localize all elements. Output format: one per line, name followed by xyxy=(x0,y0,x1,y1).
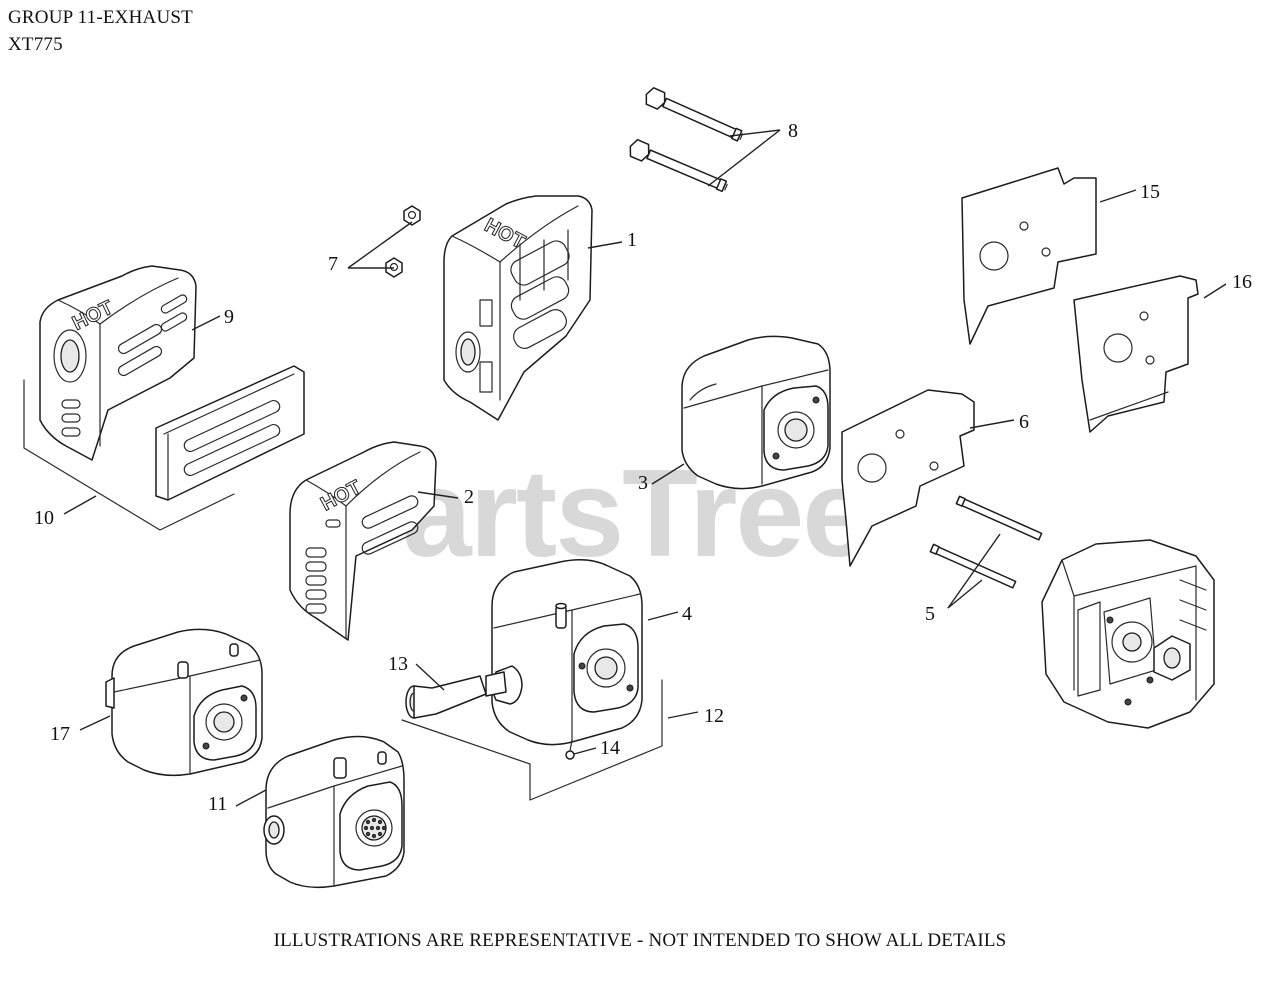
callout-1[interactable]: 1 xyxy=(627,229,637,251)
disclaimer-footer: ILLUSTRATIONS ARE REPRESENTATIVE - NOT I… xyxy=(273,930,1007,951)
part-13-spark-arrestor[interactable] xyxy=(405,671,507,719)
part-14-screw[interactable] xyxy=(565,739,575,760)
callout-16[interactable]: 16 xyxy=(1232,271,1252,293)
part-4-muffler[interactable] xyxy=(491,559,643,746)
callout-11[interactable]: 11 xyxy=(208,793,227,815)
callout-6[interactable]: 6 xyxy=(1019,411,1029,433)
leader-lines xyxy=(63,129,1227,807)
part-15-gasket[interactable] xyxy=(961,167,1097,345)
callout-2[interactable]: 2 xyxy=(464,486,474,508)
engine-cylinder-head xyxy=(1041,539,1215,729)
callout-7[interactable]: 7 xyxy=(328,253,338,275)
callout-5[interactable]: 5 xyxy=(925,603,935,625)
part-1-heat-shield[interactable]: HOT xyxy=(443,195,593,421)
callout-8[interactable]: 8 xyxy=(788,120,798,142)
part-12-bracket[interactable] xyxy=(401,679,663,801)
callout-12[interactable]: 12 xyxy=(704,705,724,727)
callout-3[interactable]: 3 xyxy=(638,472,648,494)
callout-numbers: 1 2 3 4 5 6 7 8 9 10 11 12 13 14 15 16 1… xyxy=(34,120,1252,815)
diagram-group-title: GROUP 11-EXHAUST xyxy=(8,7,193,28)
part-11-muffler[interactable] xyxy=(263,735,405,889)
part-16-gasket[interactable] xyxy=(1073,275,1199,433)
part-6-gasket[interactable] xyxy=(841,389,975,567)
part-10-bracket[interactable] xyxy=(23,365,305,531)
callout-17[interactable]: 17 xyxy=(50,723,70,745)
part-9-shield[interactable]: HOT xyxy=(39,265,197,461)
callout-4[interactable]: 4 xyxy=(682,603,692,625)
part-8-bolts[interactable] xyxy=(627,86,745,195)
part-17-muffler[interactable] xyxy=(105,628,263,777)
callout-9[interactable]: 9 xyxy=(224,306,234,328)
callout-15[interactable]: 15 xyxy=(1140,181,1160,203)
diagram-model-title: XT775 xyxy=(8,34,63,55)
callout-13[interactable]: 13 xyxy=(388,653,408,675)
part-3-muffler[interactable] xyxy=(681,335,831,490)
part-5-studs[interactable] xyxy=(929,495,1043,589)
callout-14[interactable]: 14 xyxy=(600,737,620,759)
part-2-heat-shield[interactable]: HOT xyxy=(289,441,437,641)
part-7-nuts[interactable] xyxy=(385,205,421,278)
callout-10[interactable]: 10 xyxy=(34,507,54,529)
